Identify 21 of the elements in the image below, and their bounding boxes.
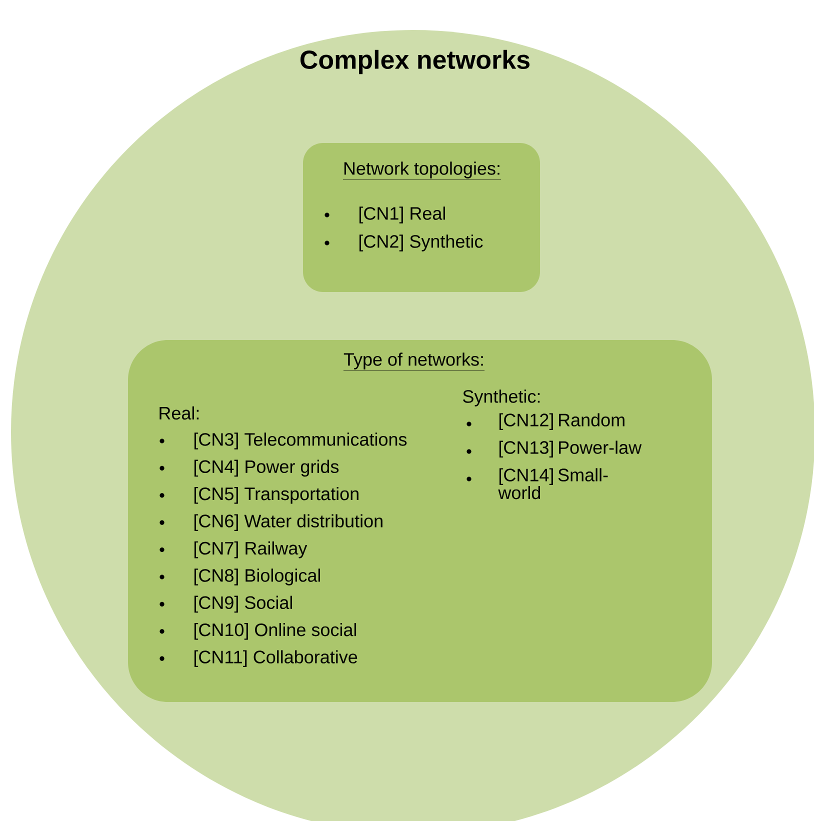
list-item: [CN9] Social [194,596,292,613]
list-heading: Real: [160,406,199,420]
list-item: [CN8] Biological [194,568,320,586]
list-item: [CN2] Synthetic [360,234,483,252]
list-item: [CN6] Water distribution [194,514,382,531]
box-heading: Type of networks: [343,352,485,371]
rounded-box [128,340,712,702]
list-item: [CN10] Online social [194,623,356,640]
list-item: [CN12] Random [500,413,624,430]
list-item: [CN5] Transportation [194,487,358,504]
rounded-box [303,143,540,292]
list-item: [CN7] Railway [194,541,308,558]
list-item: [CN1] Real [360,206,445,224]
box-heading: Network topologies: [342,162,502,180]
list-item: [CN11] Collaborative [194,650,358,667]
list-item: [CN13] Power-law [500,440,642,458]
list-heading: Synthetic: [463,390,540,406]
list-item: [CN14] Small-world [498,468,608,500]
list-item: [CN4] Power grids [194,460,339,477]
node-label: Complex networks [300,50,530,74]
list-item: [CN3] Telecommunications [194,432,407,450]
